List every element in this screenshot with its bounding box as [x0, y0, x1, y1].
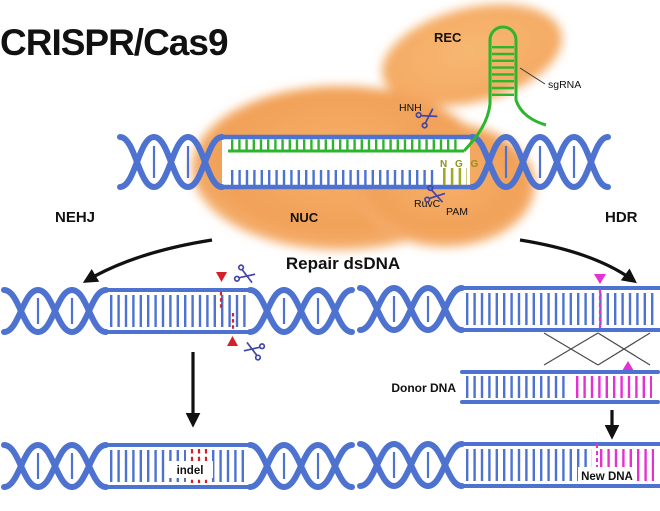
- nhej-cut-dna: [1, 263, 355, 362]
- rec-lobe-label: REC: [434, 30, 462, 45]
- scissors-icon: [233, 263, 258, 288]
- dna-helix-strand: [247, 441, 355, 491]
- sgrna-scaffold-strand: [462, 25, 547, 153]
- nhej-branch-arrow: [82, 238, 213, 283]
- pam-label: PAM: [446, 206, 468, 218]
- hdr-result-dna: New DNA: [357, 440, 660, 490]
- dna-helix-strand: [469, 133, 611, 191]
- cut-triangle-marker: [227, 336, 238, 346]
- nhej-result-dna: indel: [1, 441, 355, 491]
- hdr-branch-arrow: [519, 238, 637, 284]
- dna-helix-strand: [357, 284, 465, 334]
- indel-label: indel: [177, 465, 204, 477]
- page-title: CRISPR/Cas9: [0, 22, 228, 63]
- repair-caption: Repair dsDNA: [286, 254, 400, 273]
- target-dna: [117, 133, 611, 191]
- nuc-lobe-label: NUC: [290, 210, 319, 225]
- hdr-cut-dna: [357, 274, 660, 371]
- dna-helix-strand: [1, 286, 109, 336]
- indel-label-background: [167, 461, 213, 478]
- cut-triangle-marker: [216, 272, 227, 282]
- ruvc-label: RuvC: [414, 198, 441, 210]
- hdr-pathway-label: HDR: [605, 209, 638, 226]
- dna-helix-strand: [357, 440, 465, 490]
- dna-bubble-background: [222, 139, 470, 185]
- sgrna-hairpin: [462, 25, 547, 153]
- sgrna-label: sgRNA: [548, 79, 581, 91]
- nhej-pathway-label: NEHJ: [55, 209, 95, 226]
- new-dna-label: New DNA: [581, 471, 633, 483]
- donor-dna: Donor DNA: [391, 370, 660, 404]
- cut-triangle-marker: [594, 274, 606, 284]
- dna-helix-strand: [469, 133, 611, 191]
- crossover-line: [543, 332, 599, 366]
- dna-helix-strand: [117, 133, 225, 191]
- sgrna-pointer-line: [519, 67, 546, 85]
- new-dna-label-background: [578, 467, 636, 484]
- scissors-icon: [241, 337, 266, 362]
- dna-helix-strand: [1, 441, 109, 491]
- donor-dna-label: Donor DNA: [391, 381, 456, 395]
- dna-helix-strand: [247, 286, 355, 336]
- crossover-line: [597, 332, 651, 366]
- insertion-triangle-marker: [622, 361, 634, 371]
- hnh-label: HNH: [399, 102, 422, 114]
- pam-sequence: N G G: [440, 159, 481, 170]
